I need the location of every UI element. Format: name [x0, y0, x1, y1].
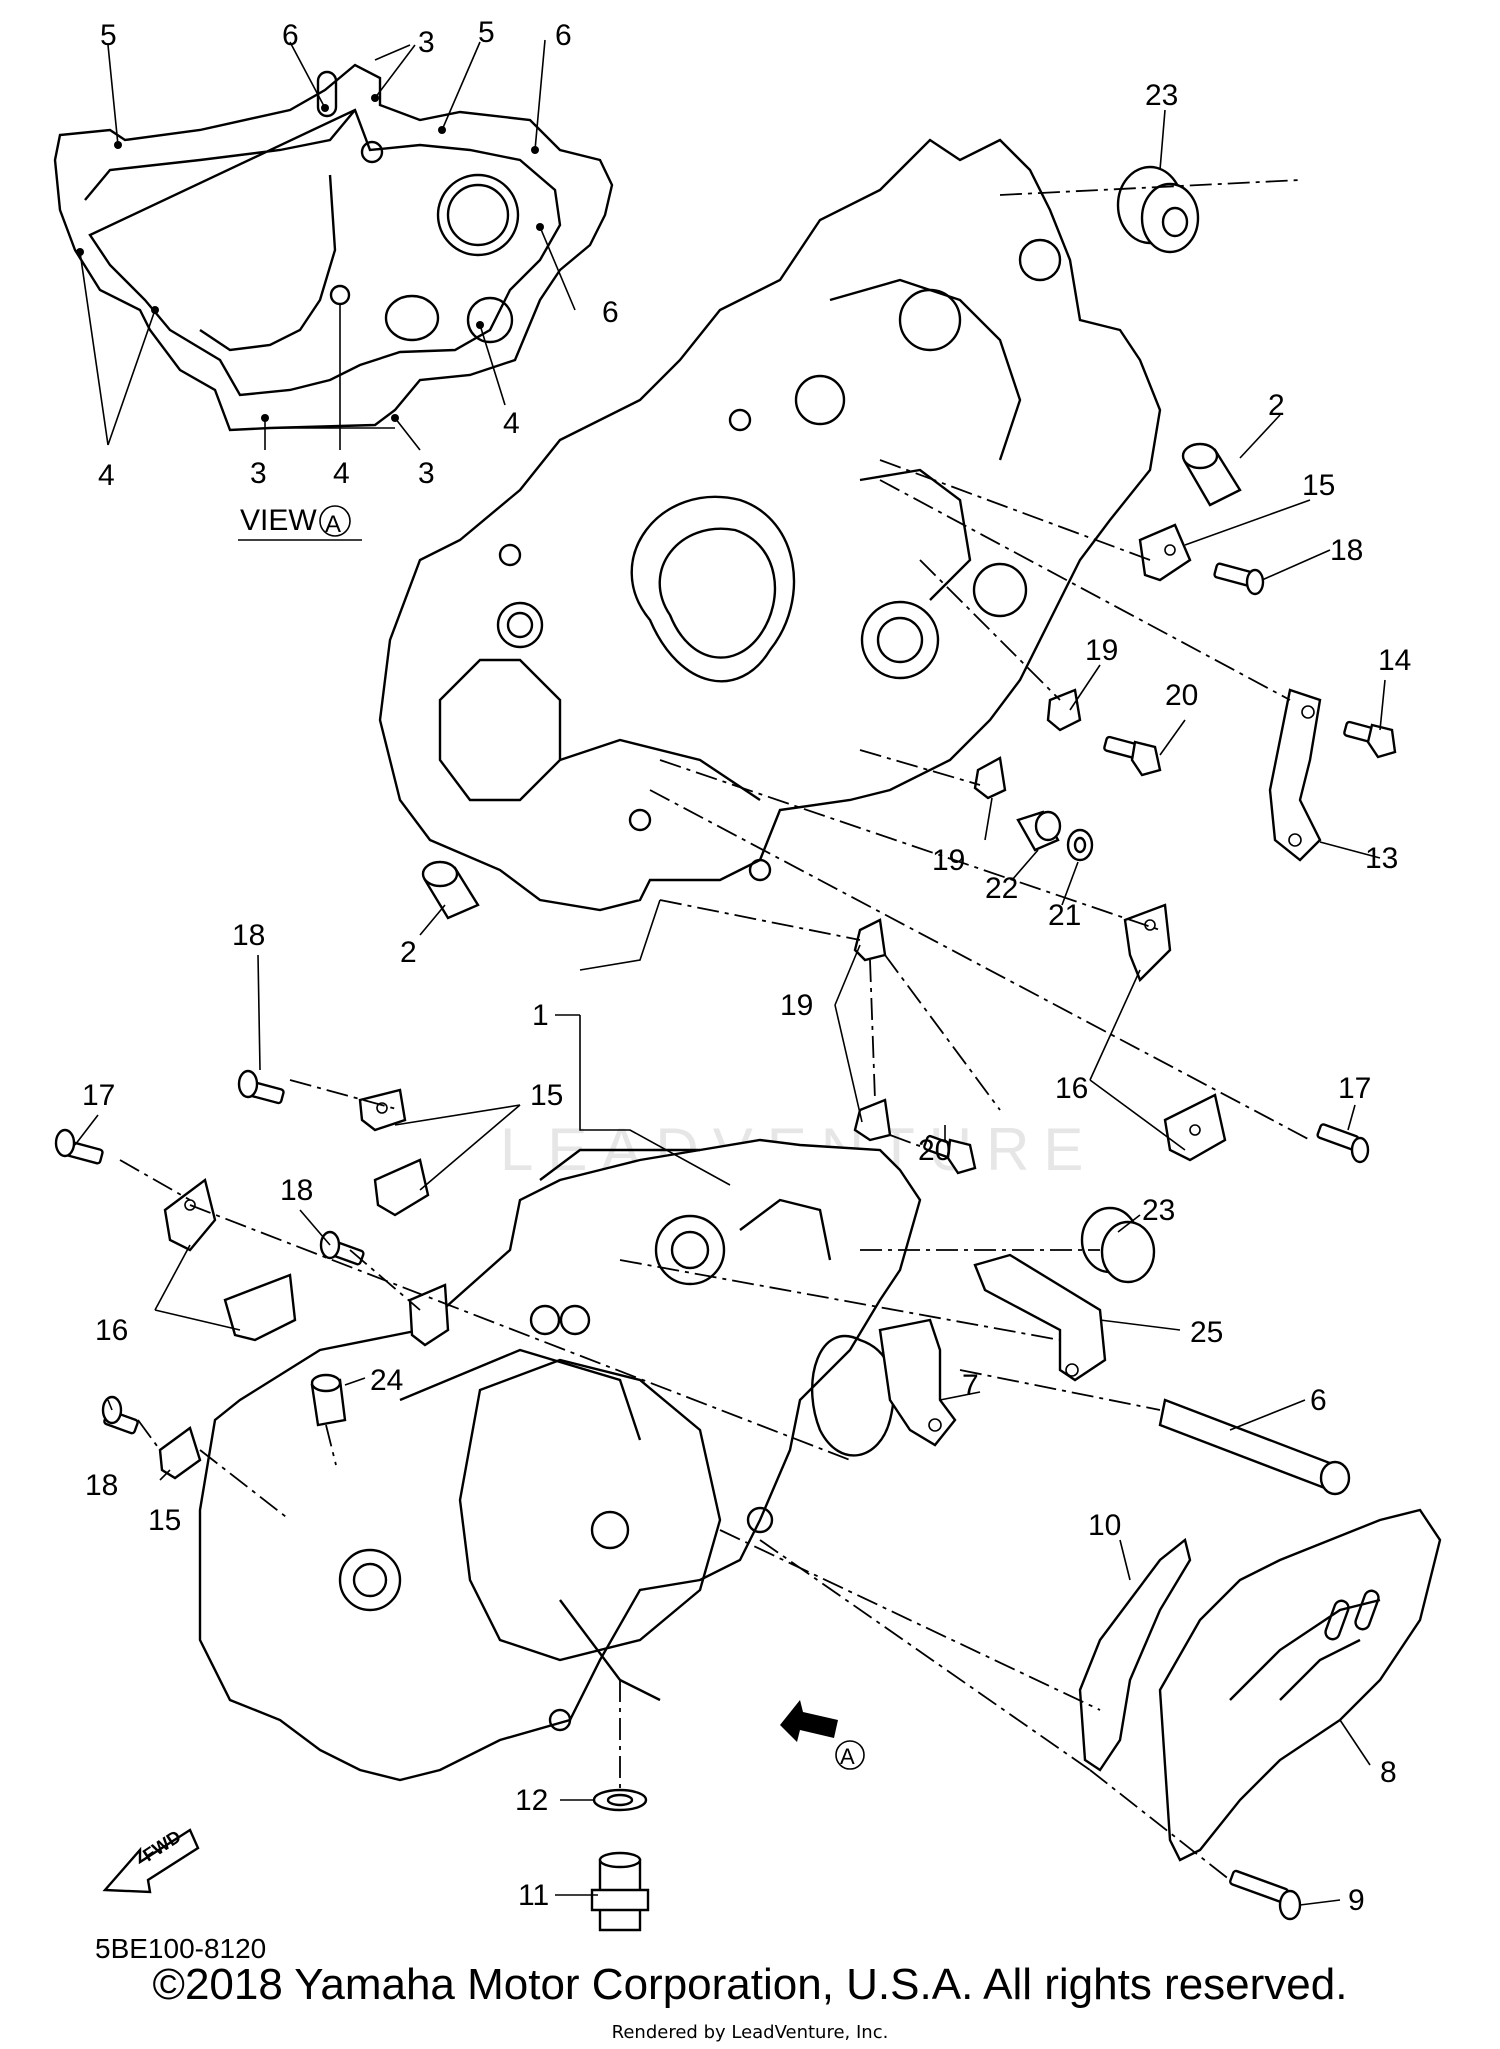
fwd-arrow-icon: FWD [102, 1826, 200, 1894]
callout-15: 15 [1302, 469, 1335, 502]
plates-19-lower [853, 918, 892, 1142]
callout-1: 1 [532, 999, 549, 1032]
callout-14: 14 [1378, 644, 1411, 677]
copyright-notice: ©2018 Yamaha Motor Corporation, U.S.A. A… [152, 1960, 1348, 2009]
callout-6: 6 [555, 19, 572, 52]
screw-18-mid-left [237, 1069, 285, 1105]
guards-16-left [163, 1177, 297, 1342]
view-marker-text: A [325, 511, 341, 538]
bolt-9 [1229, 1869, 1302, 1921]
oil-seal-23-upper [1116, 165, 1200, 254]
callout-10: 10 [1088, 1509, 1121, 1542]
callout-2: 2 [400, 936, 417, 969]
stud-bolt-6 [1158, 1398, 1351, 1496]
callout-17: 17 [82, 1079, 115, 1112]
callout-4: 4 [98, 459, 115, 492]
callout-23: 23 [1145, 79, 1178, 112]
callout-13: 13 [1365, 842, 1398, 875]
callout-6: 6 [1310, 1384, 1327, 1417]
callout-9: 9 [1348, 1884, 1365, 1917]
callout-21: 21 [1048, 899, 1081, 932]
callout-6: 6 [602, 296, 619, 329]
view-a-label: VIEW A [238, 504, 362, 541]
callout-16: 16 [95, 1314, 128, 1347]
part-code: 5BE100-8120 [95, 1933, 266, 1964]
screw-17-right [1316, 1123, 1370, 1164]
plate-15-upper [1138, 523, 1192, 582]
callout-24: 24 [370, 1364, 403, 1397]
plate-15-mid [408, 1283, 450, 1347]
callout-leaders [74, 109, 1386, 1906]
callout-18: 18 [85, 1469, 118, 1502]
callout-20: 20 [1165, 679, 1198, 712]
callout-23: 23 [1142, 1194, 1175, 1227]
callout-3: 3 [418, 457, 435, 490]
callout-4: 4 [503, 407, 520, 440]
view-a-direction-arrow-icon: A [780, 1700, 865, 1770]
plates-15-left [358, 1088, 430, 1217]
screw-18-mid [319, 1230, 365, 1266]
callout-20: 20 [918, 1134, 951, 1167]
screw-18-upper [1213, 562, 1265, 596]
callout-7: 7 [962, 1369, 979, 1402]
callout-11: 11 [518, 1879, 549, 1912]
callout-4: 4 [333, 457, 350, 490]
callout-labels: 5 6 3 5 6 6 4 4 3 4 3 23 2 15 18 14 19 2… [82, 16, 1411, 1917]
callout-6: 6 [282, 19, 299, 52]
bolt-20-lower [923, 1134, 977, 1175]
dowel-pin-2-lower [421, 860, 480, 920]
callout-19: 19 [780, 989, 813, 1022]
bolt-14 [1343, 720, 1397, 759]
callout-17: 17 [1338, 1072, 1371, 1105]
bracket-7 [878, 1318, 957, 1447]
view-a-gasket [53, 39, 614, 451]
callout-19: 19 [1085, 634, 1118, 667]
callout-15: 15 [148, 1504, 181, 1537]
plate-19-mid [973, 756, 1007, 800]
gasket-10 [1078, 1537, 1192, 1772]
cover-8 [1158, 1508, 1442, 1862]
dowel-pin-2-upper [1181, 442, 1242, 507]
callout-18: 18 [280, 1174, 313, 1207]
callout-12: 12 [515, 1784, 548, 1817]
callout-3: 3 [418, 26, 435, 59]
screw-17-left [54, 1128, 104, 1165]
view-marker-circle [319, 505, 351, 537]
callout-22: 22 [985, 872, 1018, 905]
right-crankcase-half [378, 138, 1162, 912]
callout-5: 5 [100, 19, 117, 52]
callout-25: 25 [1190, 1316, 1223, 1349]
callout-18: 18 [232, 919, 265, 952]
callout-3: 3 [250, 457, 267, 490]
callout-2: 2 [1268, 389, 1285, 422]
callout-19: 19 [932, 844, 965, 877]
guards-16-right [1123, 903, 1227, 1162]
view-a-arrow-marker: A [840, 1744, 855, 1769]
callout-15: 15 [530, 1079, 563, 1112]
rendered-by-credit: Rendered by LeadVenture, Inc. [611, 2022, 889, 2043]
callout-18: 18 [1330, 534, 1363, 567]
bolt-20-upper [1103, 735, 1162, 777]
dowel-24 [310, 1373, 347, 1427]
plate-15-lower-left [158, 1426, 202, 1480]
oil-seal-23-lower [1080, 1206, 1156, 1284]
callout-8: 8 [1380, 1756, 1397, 1789]
plate-13 [1268, 688, 1322, 862]
callout-5: 5 [478, 16, 495, 49]
assembly-lines [119, 179, 1311, 1881]
bracket-25 [973, 1253, 1107, 1382]
collar-22 [1016, 810, 1062, 852]
callout-16: 16 [1055, 1072, 1088, 1105]
view-label-text: VIEW [240, 504, 317, 537]
drain-bolt-11 [590, 1851, 650, 1932]
left-crankcase-half [198, 1138, 922, 1782]
plate-19-upper [1046, 688, 1082, 732]
washer-21 [1066, 828, 1094, 862]
gasket-12 [592, 1788, 648, 1812]
